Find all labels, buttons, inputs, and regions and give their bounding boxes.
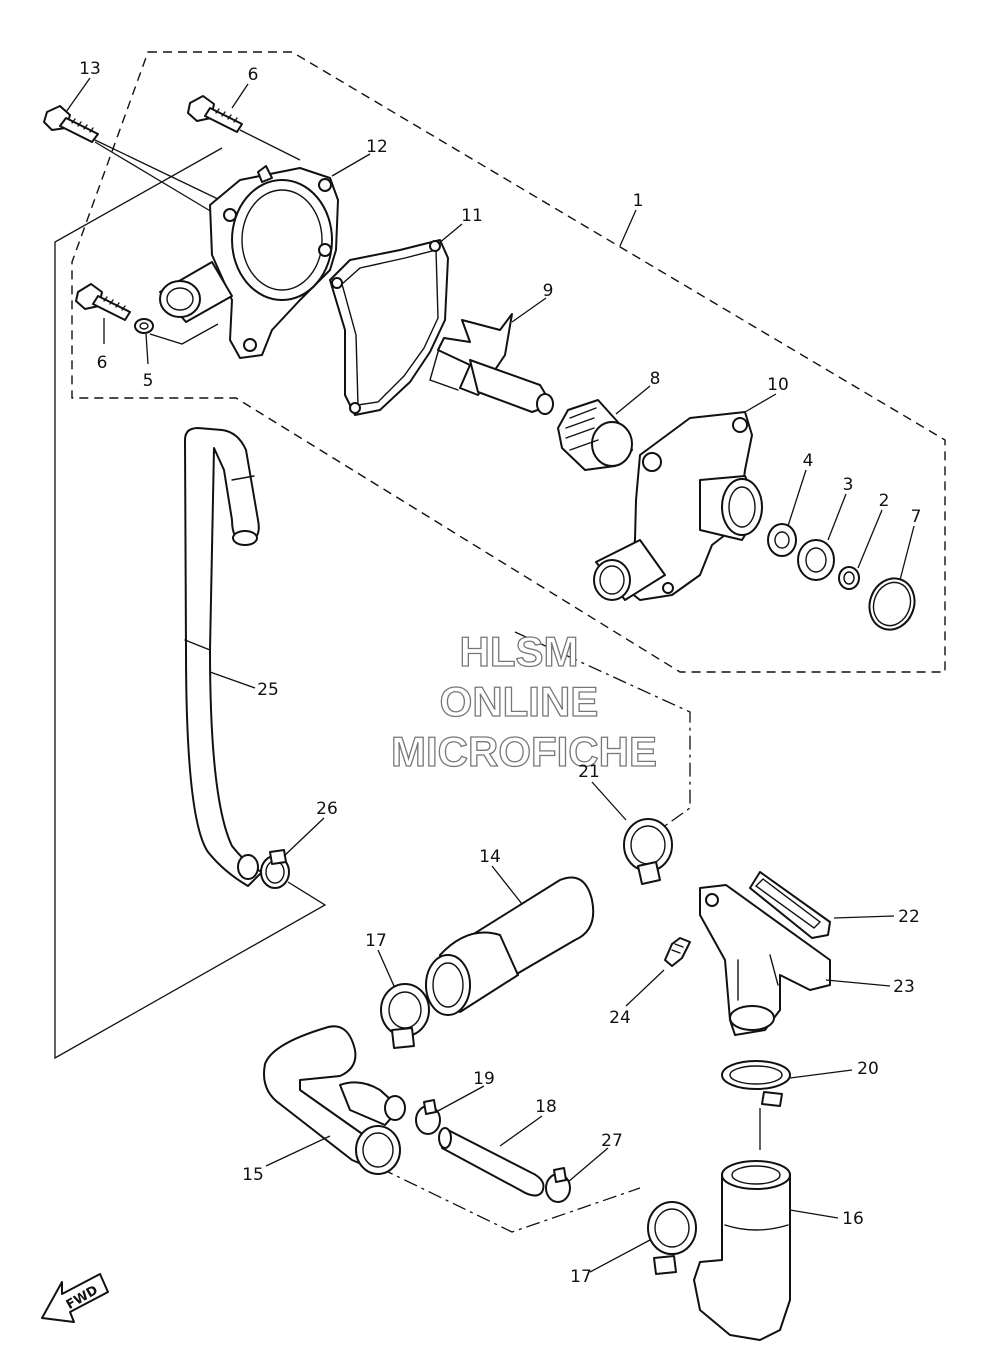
gasket-11[interactable] [329,239,449,416]
callout-leaders [65,77,915,1273]
center-line-housing [514,631,691,829]
water-pump-assembly-outline [71,51,946,673]
fwd-direction-arrow: FWD [41,1273,109,1323]
reference-line-left [54,147,327,1060]
center-line-lower [379,1167,641,1233]
clamp-19[interactable] [415,1099,441,1135]
oil-seal-3[interactable] [797,539,835,581]
outlet-23[interactable] [699,884,831,1036]
callout-25: 25 [257,680,279,700]
seal-8[interactable] [557,399,633,471]
callout-6-top: 6 [248,65,259,85]
callout-17-lower: 17 [570,1267,592,1287]
callout-8: 8 [650,369,661,389]
bolt-24[interactable] [664,937,691,967]
bolt-6-top[interactable] [187,95,243,133]
callout-9: 9 [543,281,554,301]
bolt-6-left[interactable] [75,283,131,321]
clamp-27[interactable] [545,1167,571,1203]
watermark-line-1: HLSM [460,628,579,675]
watermark-line-2: ONLINE [440,678,599,725]
callout-14: 14 [479,847,501,867]
bolt-13[interactable] [43,105,99,143]
callout-1: 1 [633,191,644,211]
callout-4: 4 [803,451,814,471]
clamp-17-lower[interactable] [647,1201,697,1275]
callout-13: 13 [79,59,101,79]
hose-15[interactable] [263,1025,406,1175]
callout-11: 11 [461,206,483,226]
callout-2: 2 [879,491,890,511]
callout-12: 12 [366,137,388,157]
o-ring-7[interactable] [862,572,921,636]
callout-23: 23 [893,977,915,997]
pump-housing-10[interactable] [593,411,763,601]
callout-16: 16 [842,1209,864,1229]
callout-10: 10 [767,375,789,395]
callout-6-left: 6 [97,353,108,373]
callout-3: 3 [843,475,854,495]
clamp-26[interactable] [260,849,290,889]
callout-22: 22 [898,907,920,927]
gasket-22[interactable] [749,871,831,939]
callout-5: 5 [143,371,154,391]
watermark-line-3: MICROFICHE [391,728,657,775]
hose-25[interactable] [184,427,263,887]
callout-20: 20 [857,1059,879,1079]
watermark: HLSM ONLINE MICROFICHE [390,627,657,775]
callout-7: 7 [911,507,922,527]
clamp-21[interactable] [623,818,673,885]
pump-cover-12[interactable] [159,165,339,359]
callout-24: 24 [609,1008,631,1028]
hose-16[interactable] [693,1160,791,1341]
hose-18[interactable] [438,1127,545,1197]
bearing-4[interactable] [767,523,797,557]
hose-14[interactable] [425,876,595,1016]
clamp-20[interactable] [721,1060,791,1107]
circlip-2[interactable] [838,566,860,590]
impeller-9[interactable] [429,313,554,415]
callout-18: 18 [535,1097,557,1117]
clamp-17-upper[interactable] [380,983,430,1049]
callout-27: 27 [601,1131,623,1151]
callout-21: 21 [578,762,600,782]
callout-15: 15 [242,1165,264,1185]
callout-labels: 13 6 12 11 1 9 8 10 4 3 2 7 6 5 25 26 21… [79,59,921,1287]
callout-19: 19 [473,1069,495,1089]
callout-26: 26 [316,799,338,819]
callout-17-upper: 17 [365,931,387,951]
washer-5[interactable] [134,318,154,334]
